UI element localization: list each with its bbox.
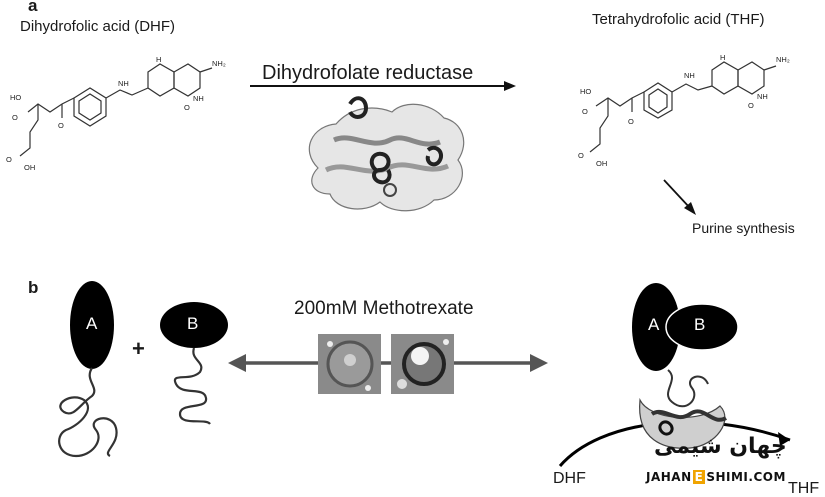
panel-a-label: a bbox=[28, 0, 38, 15]
mtx-double-arrow bbox=[228, 354, 548, 372]
complemented-complex bbox=[558, 283, 791, 467]
dhf-substrate-label: DHF bbox=[553, 470, 586, 487]
thf-benzene-ring bbox=[643, 82, 673, 119]
dhf-title: Dihydrofolic acid (DHF) bbox=[20, 18, 176, 35]
thf-title: Tetrahydrofolic acid (THF) bbox=[592, 11, 765, 28]
atom-oh: OH bbox=[24, 163, 35, 172]
complex-b-label: B bbox=[694, 315, 706, 334]
dhf-pterin-ring-2 bbox=[173, 63, 201, 97]
dhfr-protein-cartoon bbox=[308, 96, 465, 212]
purine-synthesis-label: Purine synthesis bbox=[692, 220, 795, 236]
dhf-pterin-ring-1 bbox=[147, 63, 175, 97]
fragment-b-label: B bbox=[187, 314, 199, 333]
thf-atom-labels: NH₂ NH NH O H HO O O O OH bbox=[578, 53, 790, 168]
methotrexate-label: 200mM Methotrexate bbox=[294, 298, 474, 319]
atom-ho: HO bbox=[10, 93, 21, 102]
atom-nh: NH bbox=[757, 92, 768, 101]
complex-oval-b bbox=[665, 303, 739, 351]
thf-product-label: THF bbox=[788, 480, 820, 497]
reaction-arrow bbox=[250, 81, 516, 91]
atom-oh: OH bbox=[596, 159, 607, 168]
atom-h: H bbox=[156, 55, 161, 64]
thf-pterin-ring-1 bbox=[711, 61, 739, 95]
atom-nh2: NH₂ bbox=[776, 55, 790, 64]
mtx-images bbox=[318, 334, 454, 394]
atom-nh: NH bbox=[118, 79, 129, 88]
dhf-structure bbox=[19, 63, 213, 157]
atom-h: H bbox=[720, 53, 725, 62]
atom-o: O bbox=[12, 113, 18, 122]
atom-o: O bbox=[6, 155, 12, 164]
panel-b-label: b bbox=[28, 278, 39, 297]
fragment-a bbox=[58, 281, 118, 458]
atom-nh: NH bbox=[684, 71, 695, 80]
atom-o: O bbox=[184, 103, 190, 112]
atom-ho: HO bbox=[580, 87, 591, 96]
atom-o: O bbox=[582, 107, 588, 116]
dhf-benzene-ring bbox=[73, 87, 107, 127]
atom-nh: NH bbox=[193, 94, 204, 103]
fragment-b-oval bbox=[160, 302, 228, 348]
atom-o: O bbox=[628, 117, 634, 126]
atom-o: O bbox=[58, 121, 64, 130]
atom-nh2: NH₂ bbox=[212, 59, 226, 68]
dhf-atom-labels: NH₂ NH NH O H HO O O O OH bbox=[6, 55, 226, 172]
atom-o: O bbox=[578, 151, 584, 160]
fragment-a-oval bbox=[70, 281, 114, 369]
thf-structure bbox=[589, 61, 777, 153]
fragment-b bbox=[160, 302, 228, 425]
purine-arrow bbox=[663, 179, 696, 215]
thf-pterin-ring-2 bbox=[737, 61, 765, 95]
complex-oval-a bbox=[632, 283, 680, 371]
enzyme-label: Dihydrofolate reductase bbox=[262, 62, 474, 84]
watermark-script: چهان شیمی bbox=[654, 434, 787, 459]
fragment-a-label: A bbox=[86, 314, 98, 333]
plus-sign: + bbox=[132, 336, 145, 361]
atom-o: O bbox=[748, 101, 754, 110]
complex-a-label: A bbox=[648, 315, 660, 334]
